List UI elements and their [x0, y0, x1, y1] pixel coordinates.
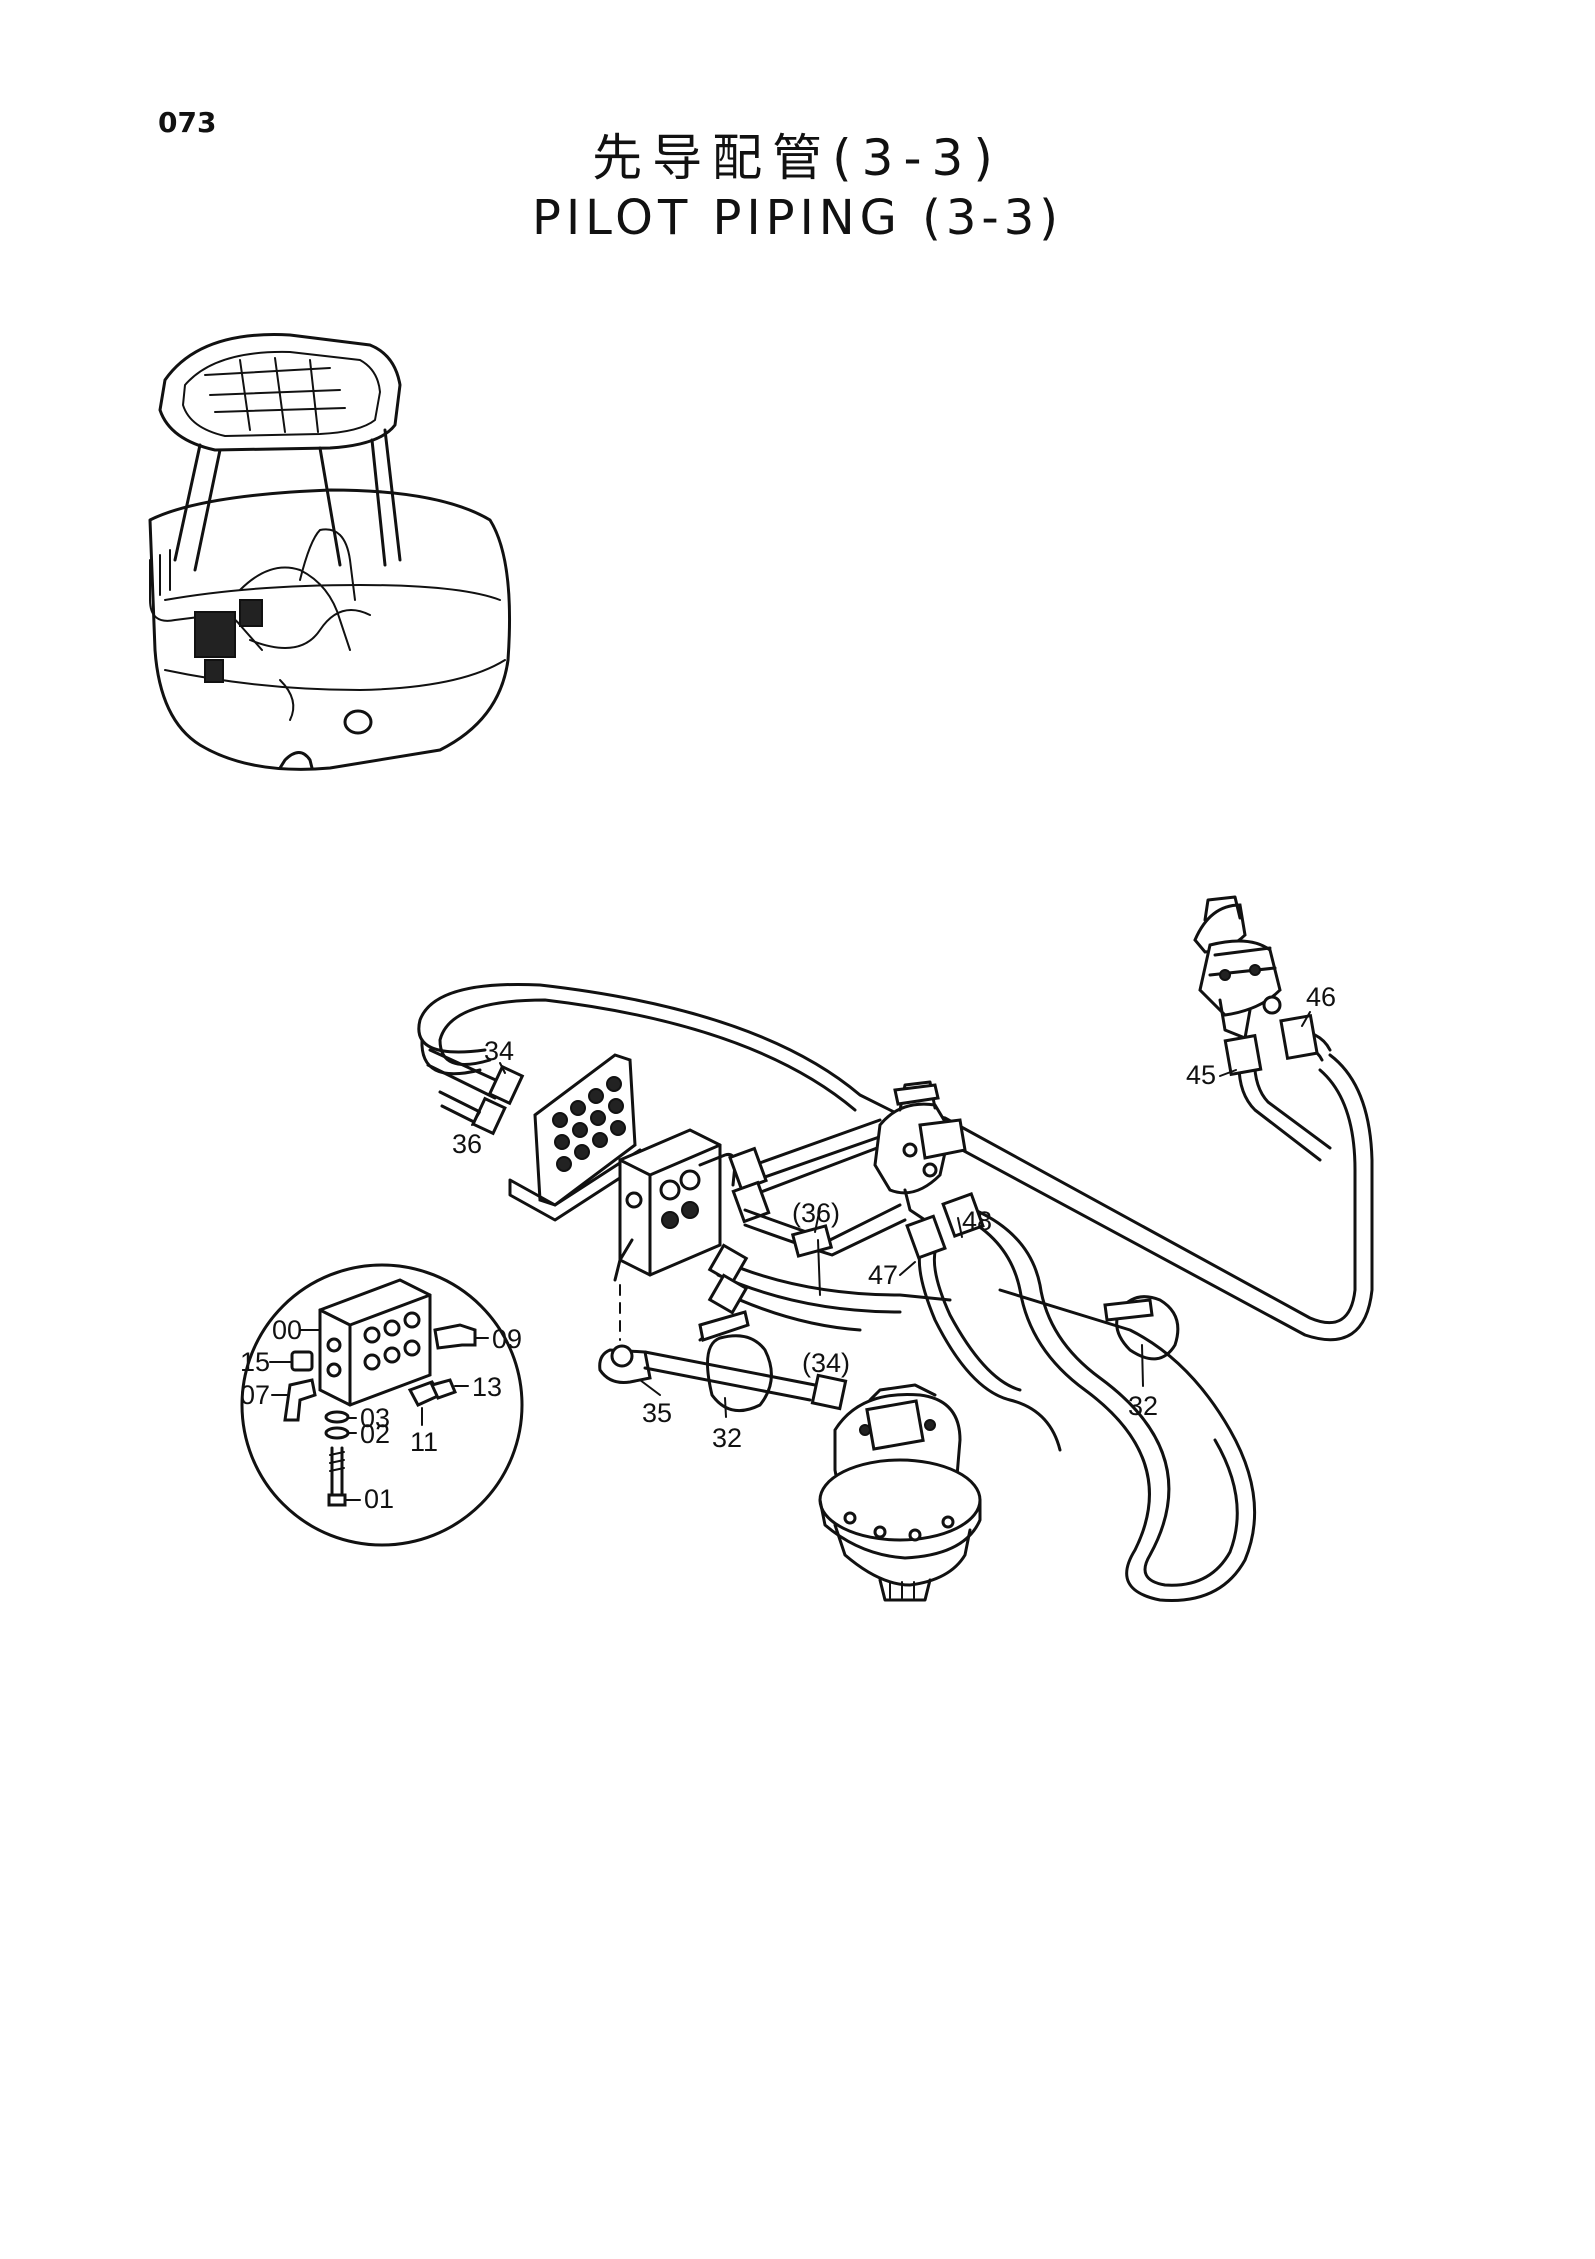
callout-36-paren: (36)	[792, 1198, 840, 1228]
title-english: PILOT PIPING (3-3)	[532, 190, 1063, 246]
callout-46: 46	[1306, 982, 1336, 1012]
callout-45: 45	[1186, 1060, 1216, 1090]
callout-15: 15	[240, 1347, 270, 1377]
machine-overview	[148, 333, 512, 771]
callout-labels: 34 36 (36) (34) 35 32 32 45 46 47 48 00 …	[240, 982, 1336, 1514]
callout-09: 09	[492, 1324, 522, 1354]
callout-32-left: 32	[712, 1423, 742, 1453]
hose-47-48	[905, 1191, 1257, 1602]
callout-13: 13	[472, 1372, 502, 1402]
title-chinese: 先导配管(3-3)	[592, 129, 1003, 187]
callout-07: 07	[240, 1380, 270, 1410]
callout-03: 03	[360, 1403, 390, 1433]
hose-bundle	[643, 1118, 952, 1413]
valve-block	[598, 1128, 737, 1384]
callout-11: 11	[410, 1427, 438, 1457]
center-joint-valve	[873, 1080, 967, 1222]
callout-34: 34	[484, 1036, 514, 1066]
callout-01: 01	[364, 1484, 394, 1514]
swing-motor	[818, 1383, 982, 1602]
pilot-valve	[1193, 895, 1332, 1162]
callout-00: 00	[272, 1315, 302, 1345]
page-number: 073	[158, 106, 217, 139]
callout-34-paren: (34)	[802, 1348, 850, 1378]
detail-circle	[240, 1263, 524, 1547]
callout-02: 02	[360, 1419, 390, 1449]
callout-32-right: 32	[1128, 1391, 1158, 1421]
callout-48: 48	[962, 1206, 992, 1236]
callout-35: 35	[642, 1398, 672, 1428]
callout-47: 47	[868, 1260, 898, 1290]
leader-lines	[269, 1011, 1311, 1501]
callout-36: 36	[452, 1129, 482, 1159]
